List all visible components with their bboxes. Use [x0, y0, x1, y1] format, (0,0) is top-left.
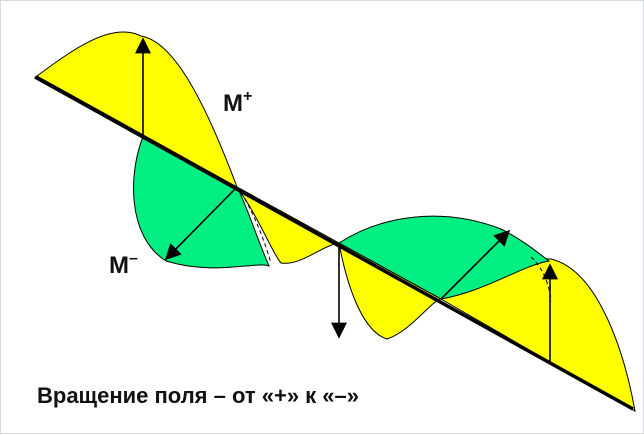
caption: Вращение поля – от «+» к «–» — [37, 383, 359, 408]
m-plus-label: M+ — [223, 88, 252, 117]
m-minus-label: M– — [109, 250, 138, 279]
m-minus-sup: – — [129, 250, 138, 267]
m-plus-base: M — [223, 90, 243, 117]
axis-line — [35, 77, 633, 409]
m-minus-base: M — [109, 252, 129, 279]
m-plus-sup: + — [243, 88, 252, 105]
